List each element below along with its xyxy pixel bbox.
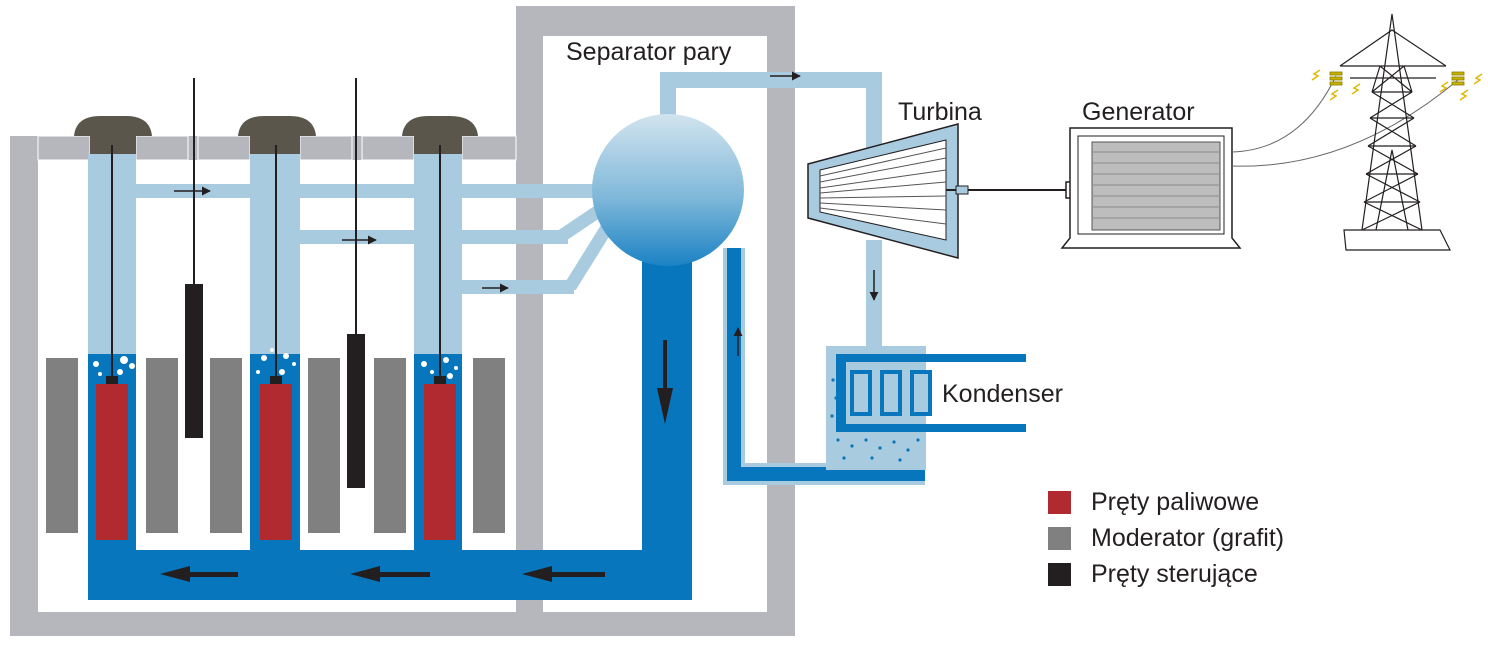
feedwater-pipe: [723, 248, 925, 485]
fuel-rods: [96, 145, 456, 540]
top-slab: [37, 135, 517, 161]
steam-bubbles: [93, 348, 458, 379]
legend: Pręty paliwowe Moderator (grafit) Pręty …: [1048, 484, 1284, 592]
legend-item-fuel-rods: Pręty paliwowe: [1048, 484, 1284, 520]
moderator-blocks: [46, 358, 505, 533]
label-separator: Separator pary: [566, 38, 732, 66]
channel-caps: [74, 116, 478, 154]
transmission-tower: [1339, 13, 1451, 251]
legend-swatch: [1048, 526, 1071, 550]
spark-icons: [1311, 69, 1483, 101]
legend-item-moderator: Moderator (grafit): [1048, 520, 1284, 556]
turbine: [807, 123, 1074, 259]
legend-swatch: [1048, 562, 1071, 586]
steam-separator-drum: [592, 114, 744, 266]
label-generator: Generator: [1082, 98, 1195, 126]
control-rods: [185, 78, 365, 488]
label-turbine: Turbina: [898, 98, 982, 126]
legend-label: Moderator (grafit): [1091, 523, 1285, 552]
label-condenser: Kondenser: [942, 380, 1063, 408]
steam-pipe-bends: [556, 204, 614, 291]
power-lines: [1231, 75, 1459, 167]
legend-label: Pręty paliwowe: [1091, 487, 1260, 516]
legend-label: Pręty sterujące: [1091, 559, 1258, 588]
legend-swatch: [1048, 490, 1071, 514]
condenser: [826, 346, 1026, 470]
flow-arrows: [174, 71, 879, 356]
insulators: [1329, 71, 1465, 86]
legend-item-control-rods: Pręty sterujące: [1048, 556, 1284, 592]
water-flow-arrows: [160, 340, 673, 582]
generator: [1060, 127, 1242, 249]
